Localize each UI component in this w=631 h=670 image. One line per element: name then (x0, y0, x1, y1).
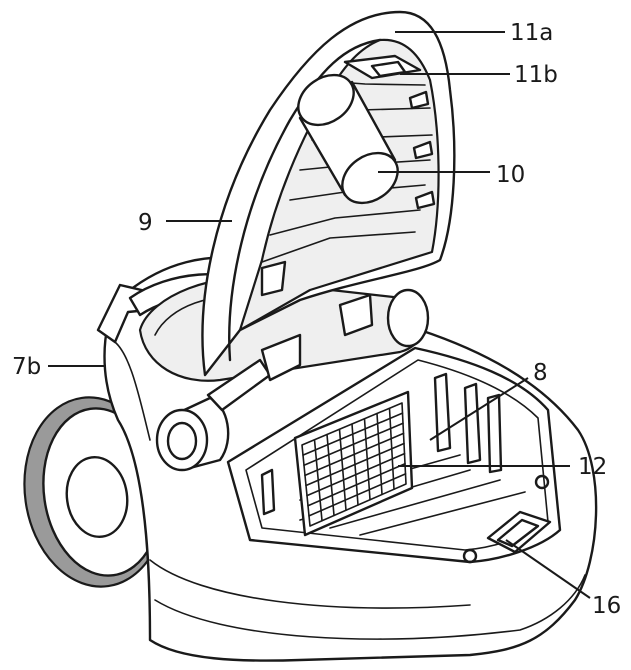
label-12: 12 (578, 454, 607, 480)
leader-lines (48, 31, 591, 599)
latch (486, 510, 552, 554)
filter-grid (293, 390, 414, 537)
label-7b: 7b (12, 354, 41, 380)
filter-mesh-line (306, 452, 406, 497)
label-8: 8 (533, 360, 548, 386)
filter-mesh-line (308, 473, 407, 517)
label-11b: 11b (514, 62, 558, 88)
hose-connector (155, 293, 374, 472)
callout-labels: 11a 11b 10 9 8 7b 12 16 (12, 20, 621, 619)
label-9: 9 (138, 210, 153, 236)
compartment-ribs (260, 372, 503, 516)
motor-filter-cylinder (297, 73, 399, 205)
leader-8 (429, 377, 529, 441)
label-11a: 11a (510, 20, 553, 46)
leader-16 (505, 539, 591, 599)
label-10: 10 (496, 162, 525, 188)
filter-mesh-line (376, 412, 383, 496)
filter-mesh-line (388, 407, 395, 491)
filter-mesh-line (305, 442, 405, 487)
filter-mesh-line (307, 462, 406, 507)
filter-mesh-line (363, 417, 371, 501)
label-16: 16 (592, 593, 621, 619)
